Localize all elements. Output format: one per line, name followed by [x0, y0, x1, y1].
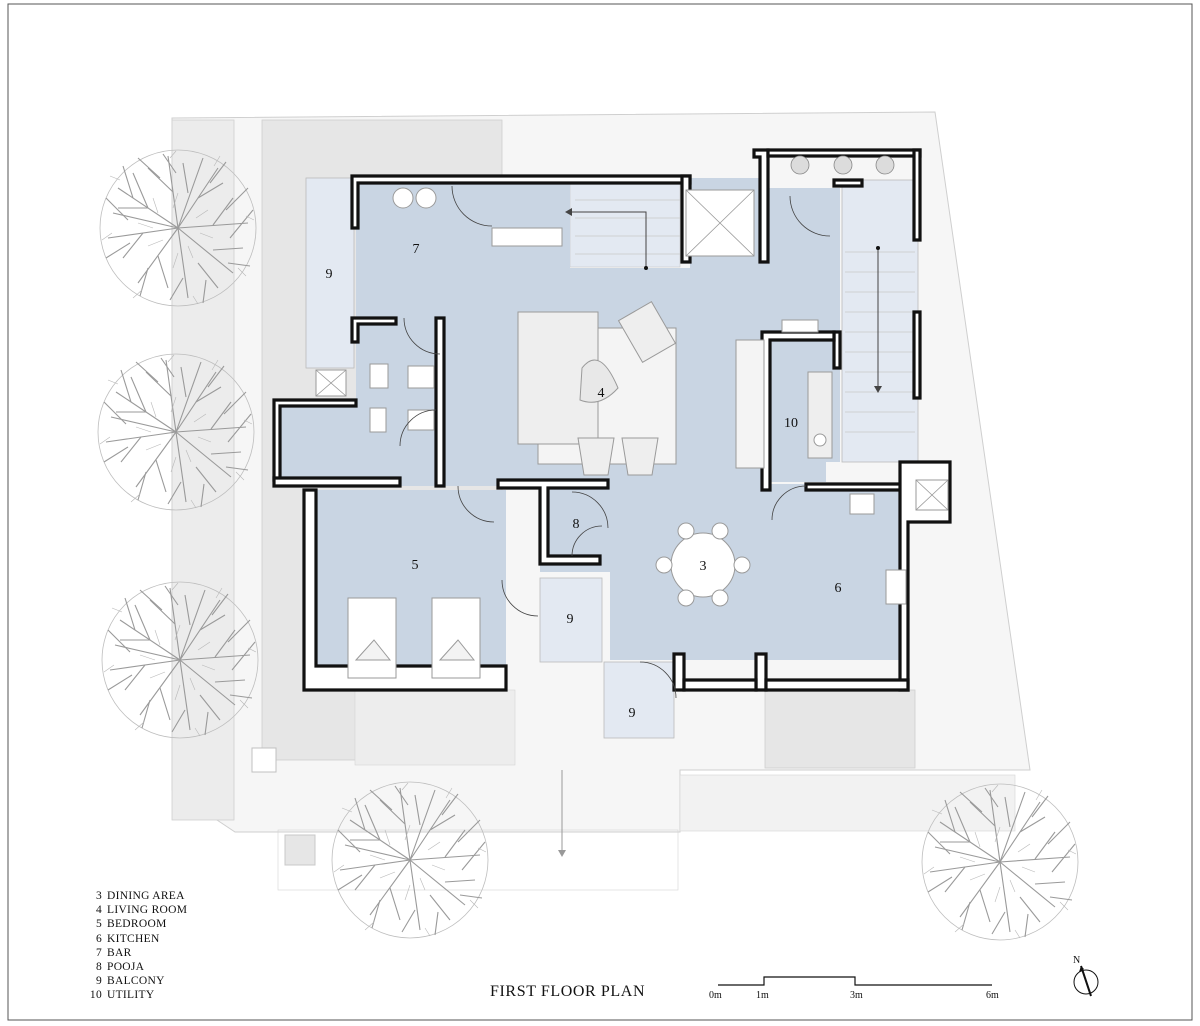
kitchen-sink [849, 493, 875, 515]
toilet-icon-2 [369, 407, 387, 433]
room-label-dining: 3 [700, 559, 707, 574]
room-label-bedroom: 5 [412, 558, 419, 573]
plan-title: FIRST FLOOR PLAN [490, 983, 646, 1000]
scale-label-1: 1m [756, 990, 769, 1001]
console [781, 319, 819, 333]
bar-stool-1 [392, 187, 414, 209]
armchair [617, 301, 677, 363]
bar-stool-2 [415, 187, 437, 209]
chair-icon [577, 437, 615, 476]
room-label-utility: 10 [784, 416, 798, 431]
bar-counter [491, 227, 563, 247]
coffee-table [579, 359, 619, 403]
toilet-icon [369, 363, 389, 389]
scale-label-6: 6m [986, 990, 999, 1001]
bed-icon-2 [431, 597, 481, 679]
scale-bar [718, 976, 992, 986]
room-label-pooja: 8 [573, 517, 580, 532]
north-arrow-icon: N [1066, 952, 1106, 1000]
room-label-living: 4 [598, 386, 605, 401]
bed-icon [347, 597, 397, 679]
sink-icon [813, 433, 827, 447]
wash-basin-2 [407, 409, 435, 431]
room-label-balcony-west: 9 [326, 267, 333, 282]
scale-label-3: 3m [850, 990, 863, 1001]
room-label-bar: 7 [413, 242, 420, 257]
room-label-balcony-south: 9 [567, 612, 574, 627]
scale-label-0: 0m [709, 990, 722, 1001]
room-label-kitchen: 6 [835, 581, 842, 596]
north-label: N [1073, 955, 1080, 966]
stove-icon [885, 569, 907, 605]
chair-icon-2 [621, 437, 659, 476]
tv-unit [735, 339, 765, 469]
room-label-balcony-entry: 9 [629, 706, 636, 721]
wash-basin [407, 365, 435, 389]
